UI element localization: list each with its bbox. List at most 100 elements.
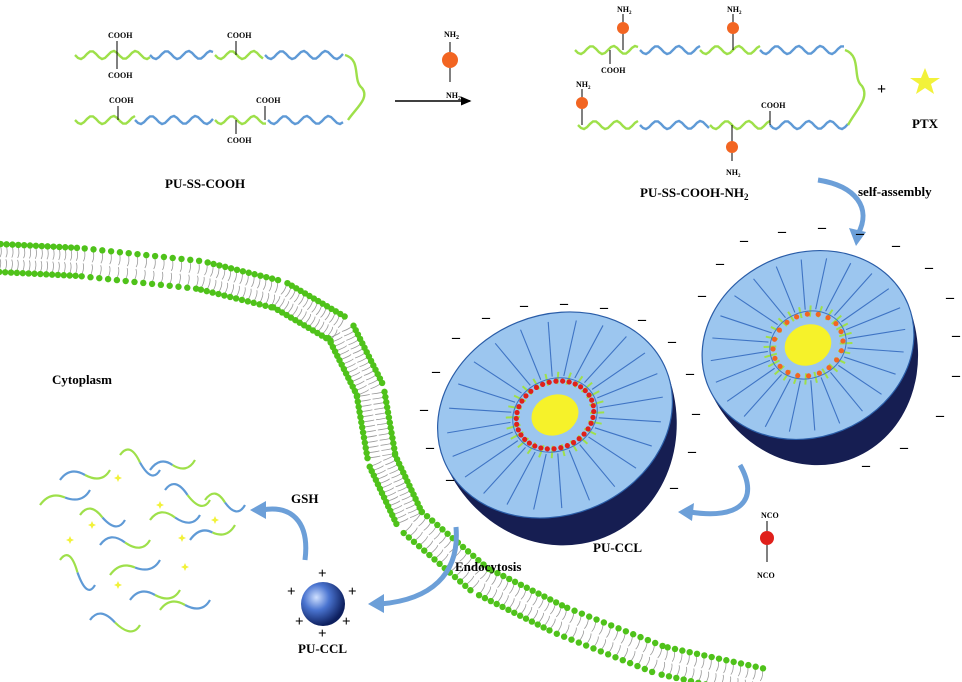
lipid-head	[434, 521, 441, 529]
diamine-reagent: NH2 NH2	[442, 30, 461, 102]
polymer-fragment	[59, 554, 79, 573]
nh2-group-label: NH2	[727, 5, 742, 16]
gsh-arrow-icon	[261, 506, 309, 561]
polymer-fragment	[186, 494, 211, 507]
lipid-tail	[598, 624, 604, 635]
lipid-tail	[471, 580, 480, 590]
polymer-fragment	[124, 539, 151, 549]
lipid-head	[25, 270, 32, 277]
lipid-tail	[440, 553, 449, 563]
lipid-head	[157, 281, 165, 289]
lipid-tail	[298, 295, 305, 305]
released-ptx-star-icon	[88, 521, 96, 529]
lipid-tail	[628, 636, 633, 647]
lipid-tail	[34, 260, 37, 272]
lipid-tail	[569, 612, 575, 624]
lipid-tail	[34, 247, 37, 259]
lipid-head	[439, 526, 446, 533]
cooh-group-label: COOH	[108, 31, 133, 40]
lipid-tail	[514, 586, 521, 597]
nh2-bottom-label: NH2	[446, 91, 461, 102]
lipid-tail	[398, 518, 409, 524]
lipid-tail	[302, 297, 309, 308]
lipid-tail	[645, 656, 651, 668]
lipid-tail	[109, 253, 112, 265]
lipid-head	[658, 671, 665, 678]
lipid-head	[81, 245, 88, 252]
lipid-tail	[401, 494, 412, 501]
lipid-tail	[221, 268, 226, 280]
negative-charge: –	[861, 457, 871, 474]
negative-charge: –	[637, 311, 647, 328]
lipid-tail	[562, 609, 567, 621]
lipid-tail	[40, 260, 43, 273]
micelle-petal-line	[843, 356, 896, 375]
micelle-crosslink-dot	[585, 426, 591, 432]
negative-charge: –	[599, 299, 609, 316]
lipid-head	[540, 624, 547, 631]
lipid-tail	[256, 277, 261, 289]
micelle-crosslink-dot	[551, 446, 557, 452]
micelle-crosslinked-pu-ccl: –––––––––––––––	[419, 295, 701, 546]
lipid-head	[250, 299, 257, 307]
nh2-group-label: NH2	[617, 5, 632, 16]
lipid-head	[597, 648, 605, 655]
lipid-tail	[126, 255, 130, 267]
lipid-tail	[341, 354, 352, 360]
micelle-crosslink-dot	[526, 440, 532, 446]
lipid-head	[195, 257, 203, 265]
lipid-head	[553, 630, 561, 637]
lipid-tail	[282, 301, 290, 312]
released-ptx-star-icon	[156, 501, 164, 509]
lipid-head	[390, 439, 397, 447]
lipid-head	[500, 572, 507, 580]
negative-charge: –	[855, 225, 865, 242]
polymer-fragment	[139, 461, 161, 477]
negative-charge: –	[559, 295, 569, 312]
lipid-tail	[358, 393, 370, 397]
lipid-tail	[399, 490, 410, 496]
lipid-tail	[46, 248, 49, 260]
self-assembly-label: self-assembly	[858, 184, 932, 199]
lipid-tail	[532, 595, 539, 606]
lipid-head	[90, 246, 97, 253]
positive-charge: +	[287, 584, 296, 600]
lipid-head	[651, 639, 659, 647]
polymer-chain-segment	[267, 114, 344, 126]
lipid-head	[558, 602, 566, 609]
lipid-head	[546, 627, 553, 634]
cooh-group-label: COOH	[227, 31, 252, 40]
lipid-tail	[318, 321, 325, 332]
lipid-head	[687, 677, 695, 682]
lipid-head	[431, 556, 438, 563]
self-assembly-arrowhead-icon	[849, 228, 866, 246]
lipid-tail	[579, 630, 585, 641]
lipid-head	[619, 656, 627, 664]
lipid-tail	[349, 371, 361, 378]
lipid-tail	[405, 503, 417, 510]
micelle-crosslink-dot	[588, 420, 594, 426]
polymer-chain-segment	[214, 114, 266, 126]
polymer-fragment	[149, 460, 174, 471]
lipid-tail	[16, 259, 19, 271]
lipid-tail	[615, 645, 621, 656]
lipid-tail	[403, 499, 415, 505]
negative-charge: –	[945, 289, 955, 306]
lipid-tail	[170, 259, 174, 272]
lipid-tail	[382, 453, 394, 457]
lipid-tail	[337, 318, 345, 329]
micelle-petal-line	[464, 440, 519, 478]
lipid-head	[456, 578, 464, 585]
cooh-group-label: COOH	[227, 136, 252, 145]
lipid-head	[358, 419, 365, 426]
lipid-tail	[381, 448, 393, 451]
lipid-head	[9, 241, 16, 248]
negative-charge: –	[451, 329, 461, 346]
lipid-head	[393, 520, 400, 528]
lipid-tail	[348, 339, 359, 346]
micelle-petal-line	[800, 259, 806, 310]
lipid-tail	[461, 571, 470, 581]
lipid-tail	[212, 279, 217, 291]
micelle-petal-line	[494, 342, 531, 386]
lipid-head	[511, 578, 519, 586]
